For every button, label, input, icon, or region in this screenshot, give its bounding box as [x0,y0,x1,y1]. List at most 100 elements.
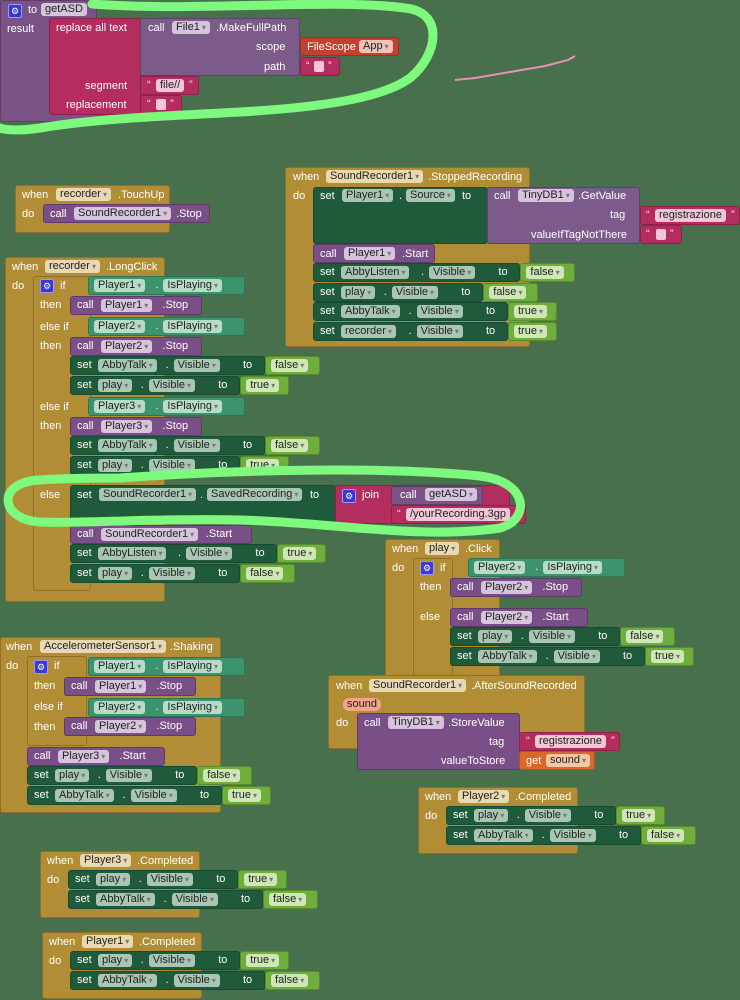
property-dropdown[interactable]: Visible▾ [429,266,476,279]
component-dropdown[interactable]: play▾ [98,378,133,392]
procedure-dropdown[interactable]: getASD▾ [425,488,477,501]
component-dropdown[interactable]: SoundRecorder1▾ [326,170,424,183]
property-dropdown[interactable]: Visible▾ [148,458,196,472]
component-dropdown[interactable]: Player1▾ [342,189,394,202]
component-dropdown[interactable]: Player2▾ [481,611,533,624]
component-dropdown[interactable]: AccelerometerSensor1▾ [40,640,166,653]
segment-text-field[interactable]: file// [156,79,185,92]
boolean-dropdown[interactable]: true▾ [622,809,656,822]
property-dropdown[interactable]: Visible▾ [173,973,220,987]
component-dropdown[interactable]: play▾ [474,809,509,822]
property-dropdown[interactable]: Visible▾ [528,630,576,643]
property-dropdown[interactable]: Visible▾ [416,324,463,338]
property-dropdown[interactable]: Visible▾ [148,954,196,967]
component-dropdown[interactable]: Player2▾ [474,561,526,574]
property-dropdown[interactable]: Source▾ [406,189,455,202]
event-parameter-sound[interactable]: sound [343,698,381,711]
path-text-field[interactable] [314,61,324,72]
component-dropdown[interactable]: play▾ [98,566,133,580]
component-dropdown[interactable]: play▾ [341,285,376,299]
boolean-dropdown[interactable]: true▾ [246,954,280,967]
component-dropdown[interactable]: Player2▾ [101,340,153,353]
boolean-dropdown[interactable]: true▾ [246,458,280,472]
component-dropdown[interactable]: Player1▾ [94,660,146,673]
tag-text-field[interactable]: registrazione [655,209,726,222]
component-dropdown[interactable]: play▾ [478,630,513,643]
component-dropdown[interactable]: AbbyTalk▾ [98,439,157,452]
component-dropdown[interactable]: Player1▾ [94,279,146,292]
component-dropdown[interactable]: Player2▾ [95,720,147,733]
if-else-block[interactable] [413,558,453,676]
component-dropdown[interactable]: Player1▾ [82,935,134,948]
component-dropdown-File1[interactable]: File1▾ [172,21,210,34]
component-dropdown[interactable]: Player2▾ [481,581,533,594]
boolean-dropdown[interactable]: false▾ [647,828,685,842]
boolean-dropdown[interactable]: false▾ [269,892,307,906]
property-dropdown[interactable]: IsPlaying▾ [543,561,603,574]
tag-text-field[interactable]: registrazione [535,735,606,748]
boolean-dropdown[interactable]: false▾ [626,630,664,643]
mutator-gear-icon[interactable]: ⚙ [40,279,54,293]
component-dropdown[interactable]: recorder▾ [341,324,396,338]
component-dropdown[interactable]: TinyDB1▾ [388,716,444,729]
property-dropdown[interactable]: Visible▾ [130,788,177,802]
property-dropdown[interactable]: Visible▾ [173,359,220,372]
boolean-dropdown[interactable]: false▾ [203,769,241,782]
property-dropdown[interactable]: Visible▾ [173,439,220,452]
property-dropdown[interactable]: IsPlaying▾ [163,279,223,292]
boolean-dropdown[interactable]: true▾ [246,378,280,392]
component-dropdown[interactable]: Player3▾ [58,750,110,763]
component-dropdown[interactable]: play▾ [98,458,133,472]
component-dropdown[interactable]: play▾ [96,873,131,886]
component-dropdown[interactable]: Player2▾ [94,701,146,714]
property-dropdown[interactable]: Visible▾ [416,305,463,318]
component-dropdown[interactable]: AbbyTalk▾ [55,788,114,802]
boolean-dropdown[interactable]: false▾ [489,285,527,299]
mutator-gear-icon[interactable]: ⚙ [34,660,48,674]
procedure-name-field[interactable]: getASD [41,3,87,16]
component-dropdown[interactable]: AbbyTalk▾ [478,649,537,663]
component-dropdown[interactable]: Player2▾ [458,790,510,803]
component-dropdown[interactable]: recorder▾ [45,260,100,273]
boolean-dropdown[interactable]: true▾ [228,788,261,802]
component-dropdown[interactable]: play▾ [55,769,90,782]
replacement-text-field[interactable] [156,99,166,110]
suffix-text-field[interactable]: /yourRecording.3gp [406,508,511,521]
property-dropdown[interactable]: Visible▾ [146,873,194,886]
component-dropdown[interactable]: Player2▾ [94,320,146,333]
boolean-dropdown[interactable]: true▾ [514,305,547,318]
property-dropdown[interactable]: Visible▾ [553,649,600,663]
mutator-gear-icon[interactable]: ⚙ [8,4,22,18]
variable-dropdown[interactable]: sound▾ [546,754,590,767]
property-dropdown[interactable]: Visible▾ [549,828,596,842]
property-dropdown[interactable]: Visible▾ [148,566,196,580]
component-dropdown[interactable]: Player3▾ [101,420,153,433]
component-dropdown[interactable]: Player1▾ [344,247,396,260]
component-dropdown[interactable]: Player3▾ [94,400,146,413]
property-dropdown[interactable]: Visible▾ [148,378,196,392]
component-dropdown[interactable]: AbbyTalk▾ [474,828,533,842]
mutator-gear-icon[interactable]: ⚙ [342,489,356,503]
property-dropdown[interactable]: Visible▾ [186,547,233,560]
property-dropdown[interactable]: IsPlaying▾ [163,701,223,714]
component-dropdown[interactable]: Player1▾ [95,680,147,693]
mutator-gear-icon[interactable]: ⚙ [420,561,434,575]
component-dropdown[interactable]: SoundRecorder1▾ [369,679,467,692]
component-dropdown[interactable]: recorder▾ [56,188,111,201]
component-dropdown[interactable]: SoundRecorder1▾ [99,488,197,501]
component-dropdown[interactable]: Player3▾ [80,854,132,867]
property-dropdown[interactable]: Visible▾ [524,809,572,822]
boolean-dropdown[interactable]: true▾ [514,324,547,338]
component-dropdown[interactable]: SoundRecorder1▾ [74,207,172,220]
boolean-dropdown[interactable]: false▾ [526,266,564,279]
component-dropdown[interactable]: SoundRecorder1▾ [101,528,199,541]
component-dropdown[interactable]: AbbyListen▾ [98,547,167,560]
scope-dropdown[interactable]: App▾ [359,40,393,53]
boolean-dropdown[interactable]: false▾ [271,973,309,987]
boolean-dropdown[interactable]: false▾ [246,566,284,580]
boolean-dropdown[interactable]: false▾ [271,439,309,452]
property-dropdown[interactable]: IsPlaying▾ [163,400,223,413]
component-dropdown[interactable]: play▾ [425,542,460,555]
boolean-dropdown[interactable]: true▾ [244,873,278,886]
property-dropdown[interactable]: Visible▾ [171,892,218,906]
